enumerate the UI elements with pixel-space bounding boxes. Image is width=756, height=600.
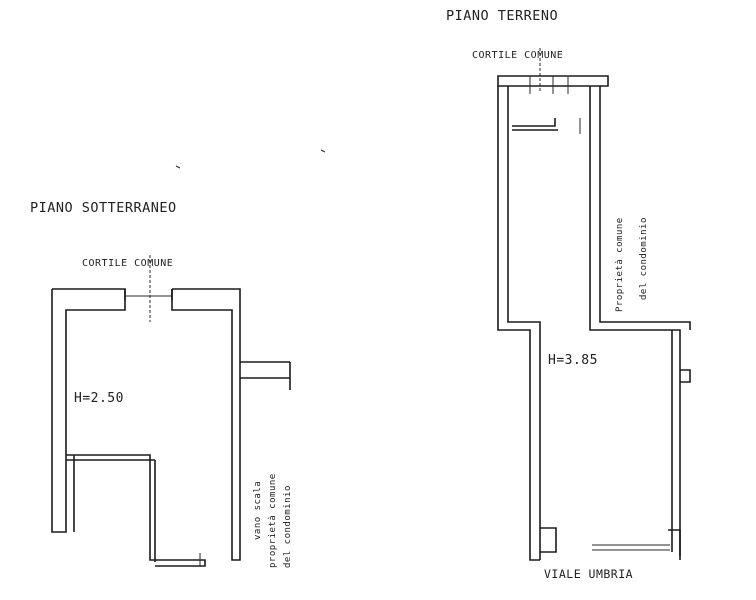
- stair-note-3: del condominio: [283, 485, 293, 568]
- ground-side-note-1: Proprietà comune: [615, 217, 625, 312]
- ground-courtyard-label: CORTILE COMUNE: [472, 50, 563, 61]
- basement-courtyard-label: CORTILE COMUNE: [82, 258, 173, 269]
- ground-floor-plan: PIANO TERRENO CORTILE COMUNE H=3.85 Prop…: [446, 8, 691, 581]
- basement-plan: PIANO SOTTERRANEO CORTILE COMUNE H=2.50 …: [30, 200, 293, 568]
- ground-side-note-2: del condominio: [639, 217, 649, 300]
- basement-height-label: H=2.50: [74, 391, 124, 406]
- scan-marks: [175, 149, 326, 169]
- street-label: VIALE UMBRIA: [544, 567, 633, 581]
- stair-note-1: vano scala: [253, 481, 263, 540]
- ground-floor-title: PIANO TERRENO: [446, 8, 558, 24]
- basement-title: PIANO SOTTERRANEO: [30, 200, 177, 216]
- ground-height-label: H=3.85: [548, 353, 598, 368]
- stair-note-2: proprietà comune: [268, 473, 278, 568]
